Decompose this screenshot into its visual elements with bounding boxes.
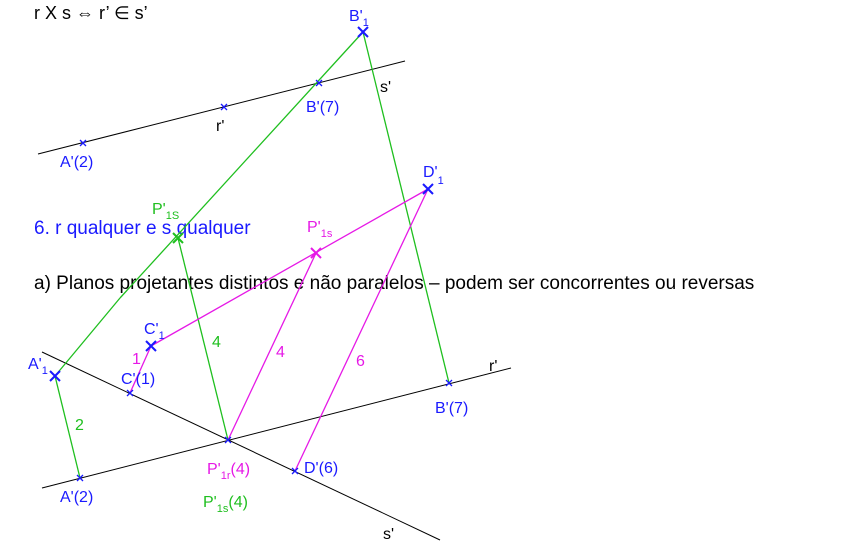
label-r-prime-top: r' bbox=[216, 118, 224, 135]
label-c1: C'1 bbox=[144, 321, 165, 342]
label-b-prime-bottom: B'(7) bbox=[435, 400, 468, 417]
label-p1s-magenta: P'1s bbox=[307, 219, 333, 240]
subtitle: a) Planos projetantes distintos e não pa… bbox=[34, 273, 755, 294]
point-c-prime bbox=[126, 389, 134, 397]
point-p1s-magenta bbox=[310, 247, 322, 259]
point-d-prime bbox=[291, 467, 299, 475]
magenta-projector-c bbox=[129, 345, 152, 394]
label-p1r: P'1r(4) bbox=[207, 461, 250, 482]
label-s-prime-bottom: s' bbox=[383, 526, 394, 542]
point-a1 bbox=[49, 370, 61, 382]
green-line-a1-b1 bbox=[54, 297, 121, 377]
distance-label-d: 6 bbox=[356, 353, 365, 370]
distance-label-p-green: 4 bbox=[212, 334, 221, 351]
formula-heading: r X s ⇔ r’ ∈ s’ bbox=[34, 3, 148, 23]
top-base-line bbox=[37, 60, 406, 155]
point-a-prime-bottom bbox=[76, 474, 84, 482]
distance-label-p-magenta: 4 bbox=[276, 344, 285, 361]
magenta-line-c1-d1 bbox=[150, 188, 429, 347]
distance-label-a: 2 bbox=[75, 417, 84, 434]
top-green-line-bb bbox=[362, 31, 450, 384]
r-prime-line bbox=[41, 367, 512, 489]
label-b1: B'1 bbox=[349, 8, 369, 29]
label-d-prime: D'(6) bbox=[304, 460, 338, 477]
point-c1 bbox=[145, 340, 157, 352]
point-a-prime-top bbox=[79, 139, 87, 147]
point-d1 bbox=[422, 183, 434, 195]
point-p1r bbox=[224, 436, 232, 444]
label-p1s-green: P'1S bbox=[152, 201, 179, 222]
label-d1: D'1 bbox=[423, 164, 444, 187]
magenta-projector-d bbox=[294, 188, 429, 472]
top-green-line-b bbox=[119, 31, 364, 299]
label-c-prime: C'(1) bbox=[121, 371, 155, 388]
s-prime-line bbox=[41, 351, 441, 541]
section-title: 6. r qualquer e s qualquer bbox=[34, 218, 251, 239]
label-a1: A'1 bbox=[28, 356, 48, 377]
label-r-prime-bottom: r' bbox=[489, 358, 497, 375]
point-b-prime-bottom bbox=[445, 379, 453, 387]
point-p1s-green bbox=[172, 232, 184, 244]
green-projector-a bbox=[54, 375, 81, 479]
label-b-prime-top: B'(7) bbox=[306, 99, 339, 116]
label-p1s-below: P'1s(4) bbox=[203, 494, 248, 515]
point-b1 bbox=[357, 26, 369, 38]
point-r-prime-top bbox=[220, 103, 228, 111]
label-a-prime-bottom: A'(2) bbox=[60, 489, 93, 506]
magenta-projector-p bbox=[227, 252, 317, 441]
distance-label-c: 1 bbox=[132, 351, 141, 368]
point-b-prime-top bbox=[315, 79, 323, 87]
label-a-prime-top: A'(2) bbox=[60, 154, 93, 171]
green-projector-p bbox=[177, 237, 229, 441]
label-s-prime-top: s' bbox=[380, 79, 391, 96]
